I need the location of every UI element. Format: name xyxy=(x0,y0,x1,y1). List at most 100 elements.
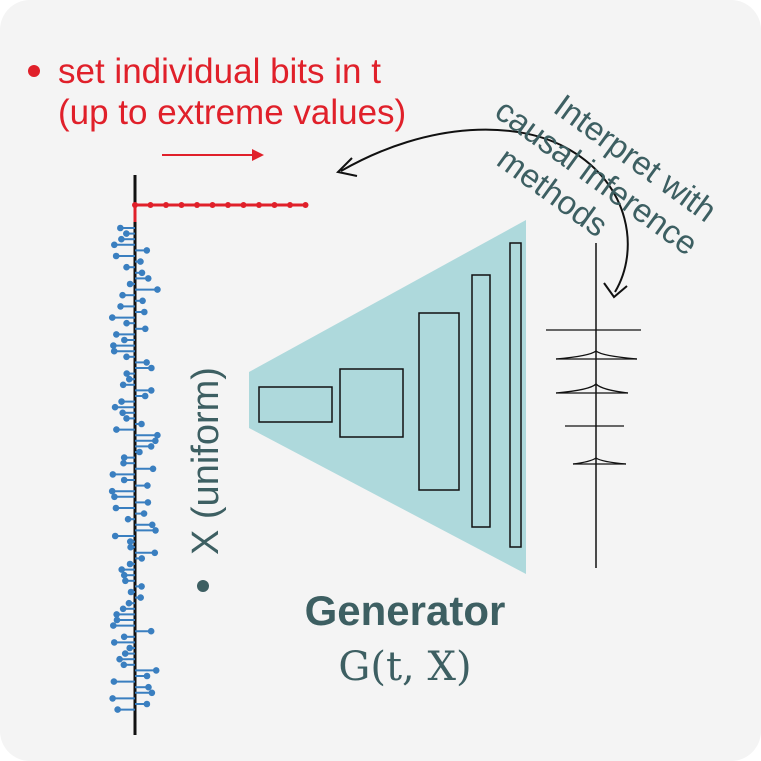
sample-dot xyxy=(112,504,120,512)
sample-dot xyxy=(147,443,155,450)
generator-formula: G(t, X) xyxy=(338,644,471,690)
red-bit-line xyxy=(133,203,306,222)
sample-dot xyxy=(110,678,118,685)
sample-dot xyxy=(109,695,116,702)
sample-dot xyxy=(141,325,149,333)
sample-dot xyxy=(119,605,127,613)
red-bit-dot xyxy=(209,202,216,208)
generator-layer-1 xyxy=(258,386,333,423)
sample-dot xyxy=(149,465,157,473)
sample-dot xyxy=(127,543,134,551)
bullet-t-line2: (up to extreme values) xyxy=(58,93,406,132)
red-bit-dot xyxy=(132,202,138,208)
red-bit-dot xyxy=(256,202,262,208)
sample-dot xyxy=(121,650,129,657)
red-bit-dot xyxy=(194,202,200,208)
generator-layer-3 xyxy=(418,312,460,491)
sample-dot xyxy=(116,655,123,663)
sample-dot xyxy=(152,437,159,445)
sample-dot xyxy=(141,392,149,400)
sample-dot xyxy=(143,700,151,708)
sample-dot xyxy=(120,661,128,669)
sample-dot xyxy=(120,633,128,641)
sample-dot xyxy=(144,499,152,506)
sample-dot xyxy=(114,706,121,713)
generator-layer-4 xyxy=(471,274,491,528)
sample-dot xyxy=(110,639,118,646)
generator-layer-5 xyxy=(509,242,522,548)
red-bit-dot xyxy=(302,202,309,208)
sample-dot xyxy=(111,493,118,501)
sample-dot xyxy=(123,263,130,271)
sample-dot xyxy=(126,538,134,545)
sample-dot xyxy=(147,627,155,635)
red-bit-dot xyxy=(225,202,231,208)
sample-dot xyxy=(113,426,120,433)
sample-dot xyxy=(144,482,151,489)
red-bit-dot xyxy=(240,202,247,208)
sample-dot xyxy=(137,258,144,265)
sample-dot xyxy=(138,555,146,562)
red-bit-dots xyxy=(132,202,309,208)
sample-dot xyxy=(144,275,152,282)
sample-dot xyxy=(121,336,128,344)
sample-dot xyxy=(136,448,143,456)
sample-dot xyxy=(120,476,128,484)
sample-dot xyxy=(113,331,120,338)
sample-dot xyxy=(148,521,156,529)
sample-dot xyxy=(110,622,117,629)
generator-trapezoid xyxy=(249,220,526,574)
red-bit-dot xyxy=(178,202,185,208)
sample-dot xyxy=(152,667,160,674)
sample-dot xyxy=(147,387,155,394)
sample-dot xyxy=(154,286,161,293)
generator-title: Generator xyxy=(305,587,506,634)
sample-dot xyxy=(124,515,132,523)
sample-dot xyxy=(126,280,134,288)
sample-dot xyxy=(120,454,128,461)
red-arrow-icon xyxy=(162,149,264,161)
sample-dot xyxy=(127,588,135,596)
sample-dot xyxy=(143,247,151,254)
bullet-dot-t xyxy=(28,65,40,77)
sample-dot xyxy=(148,689,156,697)
sample-dot xyxy=(138,583,145,590)
uniform-samples xyxy=(108,224,161,713)
sample-dot xyxy=(110,342,117,349)
sample-dot xyxy=(152,527,159,534)
sample-dot xyxy=(111,532,119,540)
sample-dot xyxy=(139,297,146,305)
sample-dot xyxy=(123,230,130,237)
sample-dot xyxy=(148,364,155,372)
sample-dot xyxy=(123,370,131,377)
sample-dot xyxy=(141,308,148,316)
sample-dot xyxy=(111,403,119,411)
red-bit-dot xyxy=(163,202,169,208)
sample-dot xyxy=(143,359,150,366)
feedback-arrow-icon xyxy=(335,128,629,299)
sample-dot xyxy=(113,616,121,624)
sample-dot xyxy=(140,510,148,517)
sample-dot xyxy=(137,594,144,601)
sample-dot xyxy=(110,347,118,355)
sample-dot xyxy=(138,420,145,428)
sample-dot xyxy=(126,644,134,652)
sample-dot xyxy=(119,409,126,417)
red-bit-dot xyxy=(287,202,293,208)
sample-dot xyxy=(123,415,130,422)
sample-dot xyxy=(109,471,117,478)
output-signal xyxy=(546,243,641,568)
sample-dot xyxy=(117,224,124,232)
sample-dot xyxy=(123,353,130,361)
sample-dot xyxy=(118,566,126,573)
red-bit-dot xyxy=(271,202,278,208)
sample-dot xyxy=(118,235,125,243)
sample-dot xyxy=(126,560,134,568)
sample-dot xyxy=(120,459,127,467)
sample-dot xyxy=(154,431,161,439)
red-bit-dot xyxy=(147,202,154,208)
sample-dot xyxy=(117,303,124,310)
sample-dot xyxy=(113,611,120,618)
sample-dot xyxy=(111,241,118,249)
